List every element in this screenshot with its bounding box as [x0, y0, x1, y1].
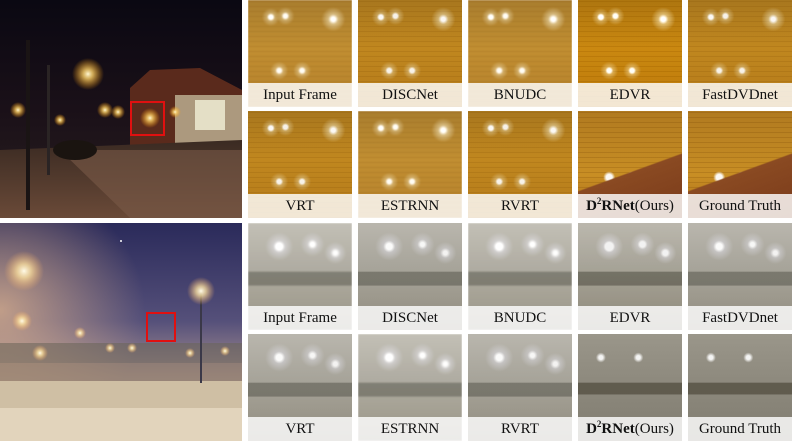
- zoom-region-box: [130, 101, 165, 136]
- method-label: BNUDC: [468, 306, 572, 330]
- method-label: ESTRNN: [358, 417, 462, 441]
- scene-1-image: [0, 0, 242, 218]
- crop-tile: VRT: [248, 334, 352, 441]
- method-label: EDVR: [578, 306, 682, 330]
- method-label: RVRT: [468, 194, 572, 218]
- crop-tile: ESTRNN: [358, 111, 462, 218]
- method-label: ESTRNN: [358, 194, 462, 218]
- crop-tile: VRT: [248, 111, 352, 218]
- crop-tile: FastDVDnet: [688, 223, 792, 330]
- crop-tile: BNUDC: [468, 0, 572, 107]
- crop-tile: Input Frame: [248, 0, 352, 107]
- crop-tile: Ground Truth: [688, 334, 792, 441]
- method-label: DISCNet: [358, 83, 462, 107]
- crop-tile: DISCNet: [358, 0, 462, 107]
- method-label: Ground Truth: [688, 417, 792, 441]
- scene-2-overview: [0, 223, 242, 441]
- method-label: Input Frame: [248, 83, 352, 107]
- method-label: RVRT: [468, 417, 572, 441]
- crop-tile: EDVR: [578, 223, 682, 330]
- crop-tile: DISCNet: [358, 223, 462, 330]
- scene-2-image: [0, 223, 242, 441]
- scene-1-overview: [0, 0, 242, 218]
- method-label: FastDVDnet: [688, 306, 792, 330]
- method-label-ours: D2RNet(Ours): [578, 417, 682, 441]
- crop-tile: D2RNet(Ours): [578, 334, 682, 441]
- crop-tile: RVRT: [468, 111, 572, 218]
- method-label: VRT: [248, 194, 352, 218]
- method-label: Ground Truth: [688, 194, 792, 218]
- method-label: DISCNet: [358, 306, 462, 330]
- method-label: Input Frame: [248, 306, 352, 330]
- crop-tile: EDVR: [578, 0, 682, 107]
- method-label: EDVR: [578, 83, 682, 107]
- crop-tile: RVRT: [468, 334, 572, 441]
- crop-tile: Input Frame: [248, 223, 352, 330]
- crop-tile: BNUDC: [468, 223, 572, 330]
- method-label: FastDVDnet: [688, 83, 792, 107]
- method-label-ours: D2RNet(Ours): [578, 194, 682, 218]
- method-label: VRT: [248, 417, 352, 441]
- crop-tile: D2RNet(Ours): [578, 111, 682, 218]
- crop-tile: FastDVDnet: [688, 0, 792, 107]
- zoom-region-box: [146, 312, 176, 342]
- method-label: BNUDC: [468, 83, 572, 107]
- crop-tile: Ground Truth: [688, 111, 792, 218]
- crop-tile: ESTRNN: [358, 334, 462, 441]
